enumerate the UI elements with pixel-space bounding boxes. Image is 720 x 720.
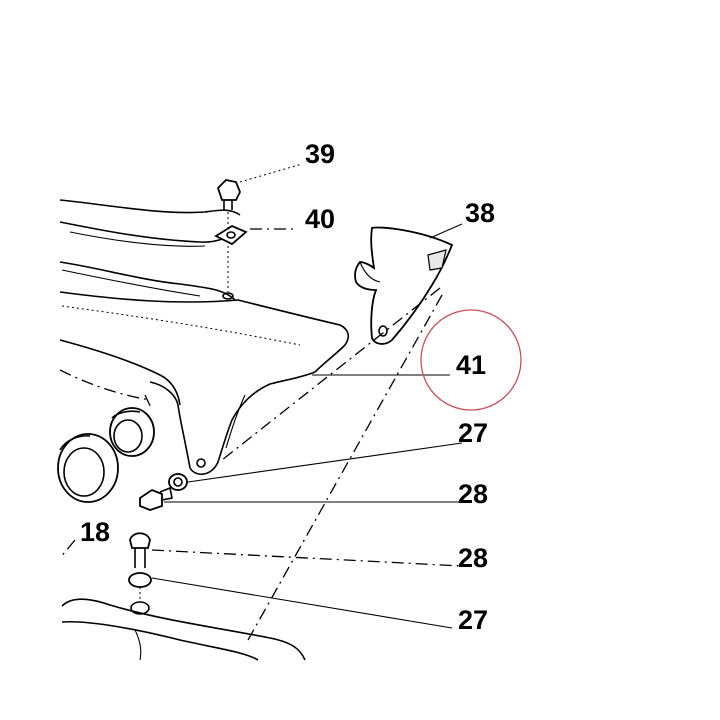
leader-lines xyxy=(151,163,463,629)
bolt-28-lower xyxy=(129,532,151,568)
bushing-lower xyxy=(57,433,119,503)
bottom-frame-rail xyxy=(61,598,306,661)
bolt-28-upper xyxy=(139,486,173,511)
washer-27-lower xyxy=(128,572,152,615)
callout-28-upper: 28 xyxy=(458,479,488,509)
callout-39: 39 xyxy=(305,139,335,169)
callout-38: 38 xyxy=(465,198,495,228)
highlight-circle xyxy=(420,309,522,411)
callout-28-lower: 28 xyxy=(458,543,488,573)
part-38-bracket xyxy=(354,226,454,345)
lower-frame-body xyxy=(59,339,181,406)
bushing-upper xyxy=(109,407,155,457)
upper-frame-rail xyxy=(59,199,241,301)
callout-27-upper: 27 xyxy=(458,418,488,448)
callout-41: 41 xyxy=(456,350,486,380)
callout-18: 18 xyxy=(80,517,110,547)
axis-lines xyxy=(59,287,443,641)
bolt-39 xyxy=(216,179,241,210)
bracket-plate xyxy=(59,291,350,475)
washer-27-upper xyxy=(168,473,188,491)
washer-40 xyxy=(214,212,248,300)
callout-27-lower: 27 xyxy=(458,605,488,635)
callout-40: 40 xyxy=(305,204,335,234)
